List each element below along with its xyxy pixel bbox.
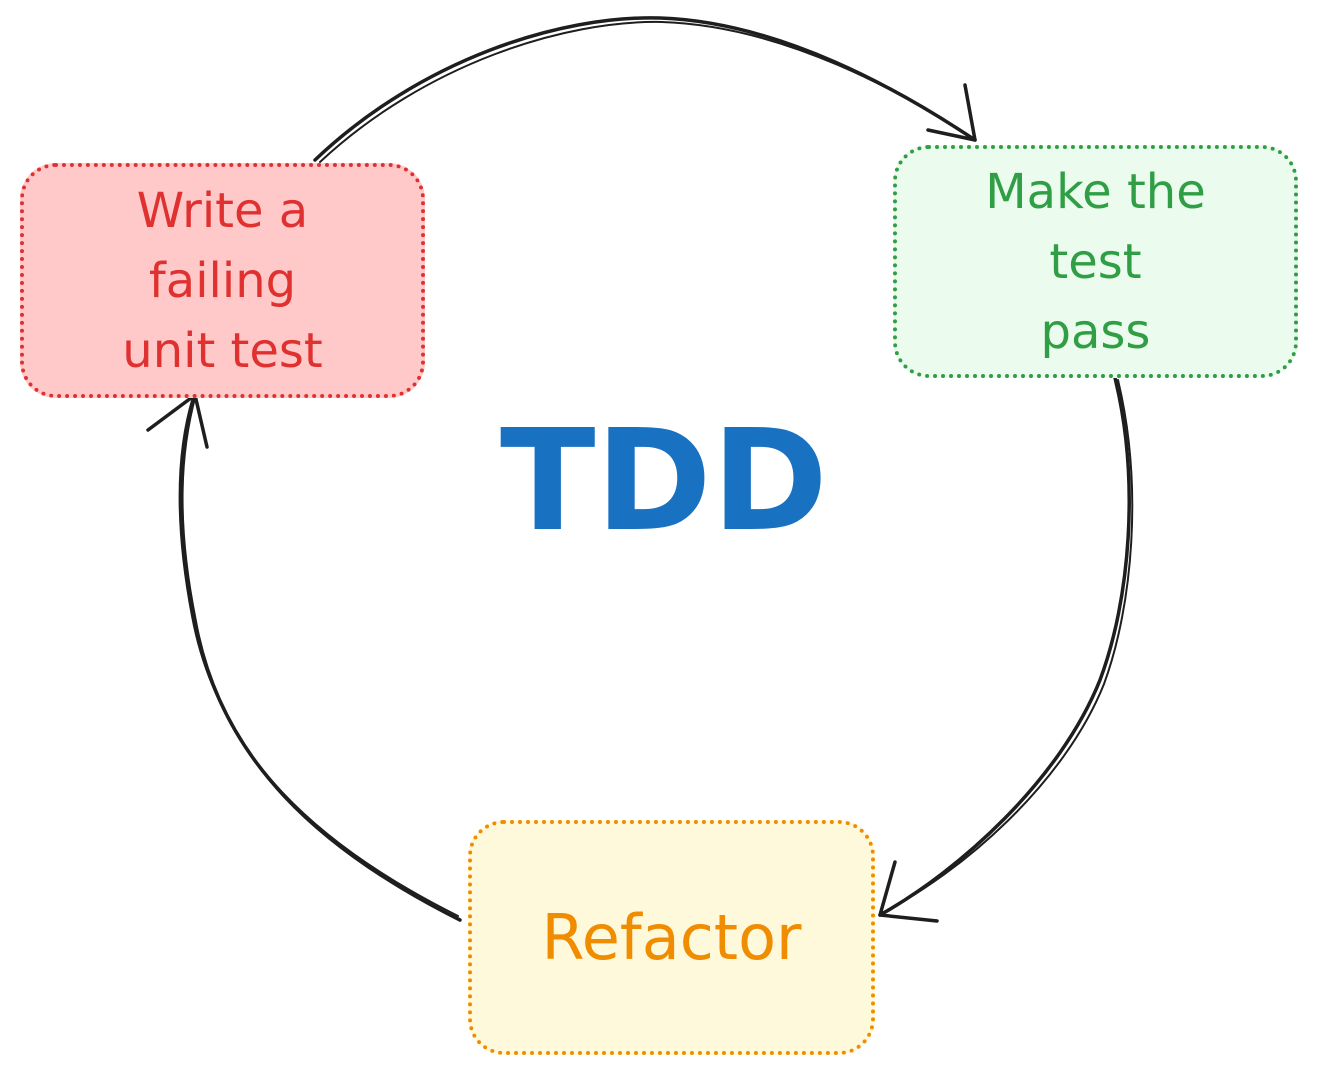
arrow-write-to-pass (313, 16, 977, 162)
step-write-failing-test: Write a failing unit test (20, 163, 425, 398)
arrowhead (878, 860, 939, 923)
arrow-pass-to-refactor (878, 376, 1131, 917)
step-label: Write a failing unit test (122, 182, 323, 379)
arrow-refactor-to-write (180, 393, 462, 922)
step-make-test-pass: Make the test pass (893, 145, 1298, 378)
step-refactor: Refactor (468, 820, 875, 1055)
arrowhead (146, 393, 209, 449)
step-label: Refactor (541, 900, 802, 974)
diagram-title: TDD (500, 400, 828, 563)
step-label: Make the test pass (985, 163, 1206, 360)
arrowhead (926, 83, 977, 142)
